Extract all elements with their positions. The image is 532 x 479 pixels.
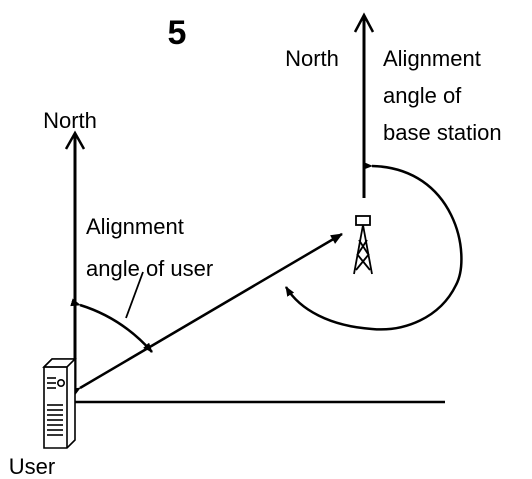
figure-number: 5 xyxy=(168,14,187,52)
user-north-label: North xyxy=(43,108,97,133)
base-angle-label-line1: Alignment xyxy=(383,46,481,71)
user-angle-leader-line xyxy=(125,271,144,319)
desktop-tower-computer-icon xyxy=(42,358,77,449)
user-label: User xyxy=(9,454,55,479)
base-north-axis xyxy=(353,12,375,198)
base-angle-label-line2: angle of xyxy=(383,83,462,108)
base-alignment-angle-arc xyxy=(284,161,463,331)
base-north-label: North xyxy=(285,46,339,71)
user-angle-label-line2: angle of user xyxy=(86,256,213,281)
user-angle-label-line1: Alignment xyxy=(86,214,184,239)
base-angle-label-line3: base station xyxy=(383,120,502,145)
user-alignment-angle-arc xyxy=(70,298,153,353)
user-north-axis xyxy=(64,130,86,392)
cell-tower-icon xyxy=(353,215,373,275)
